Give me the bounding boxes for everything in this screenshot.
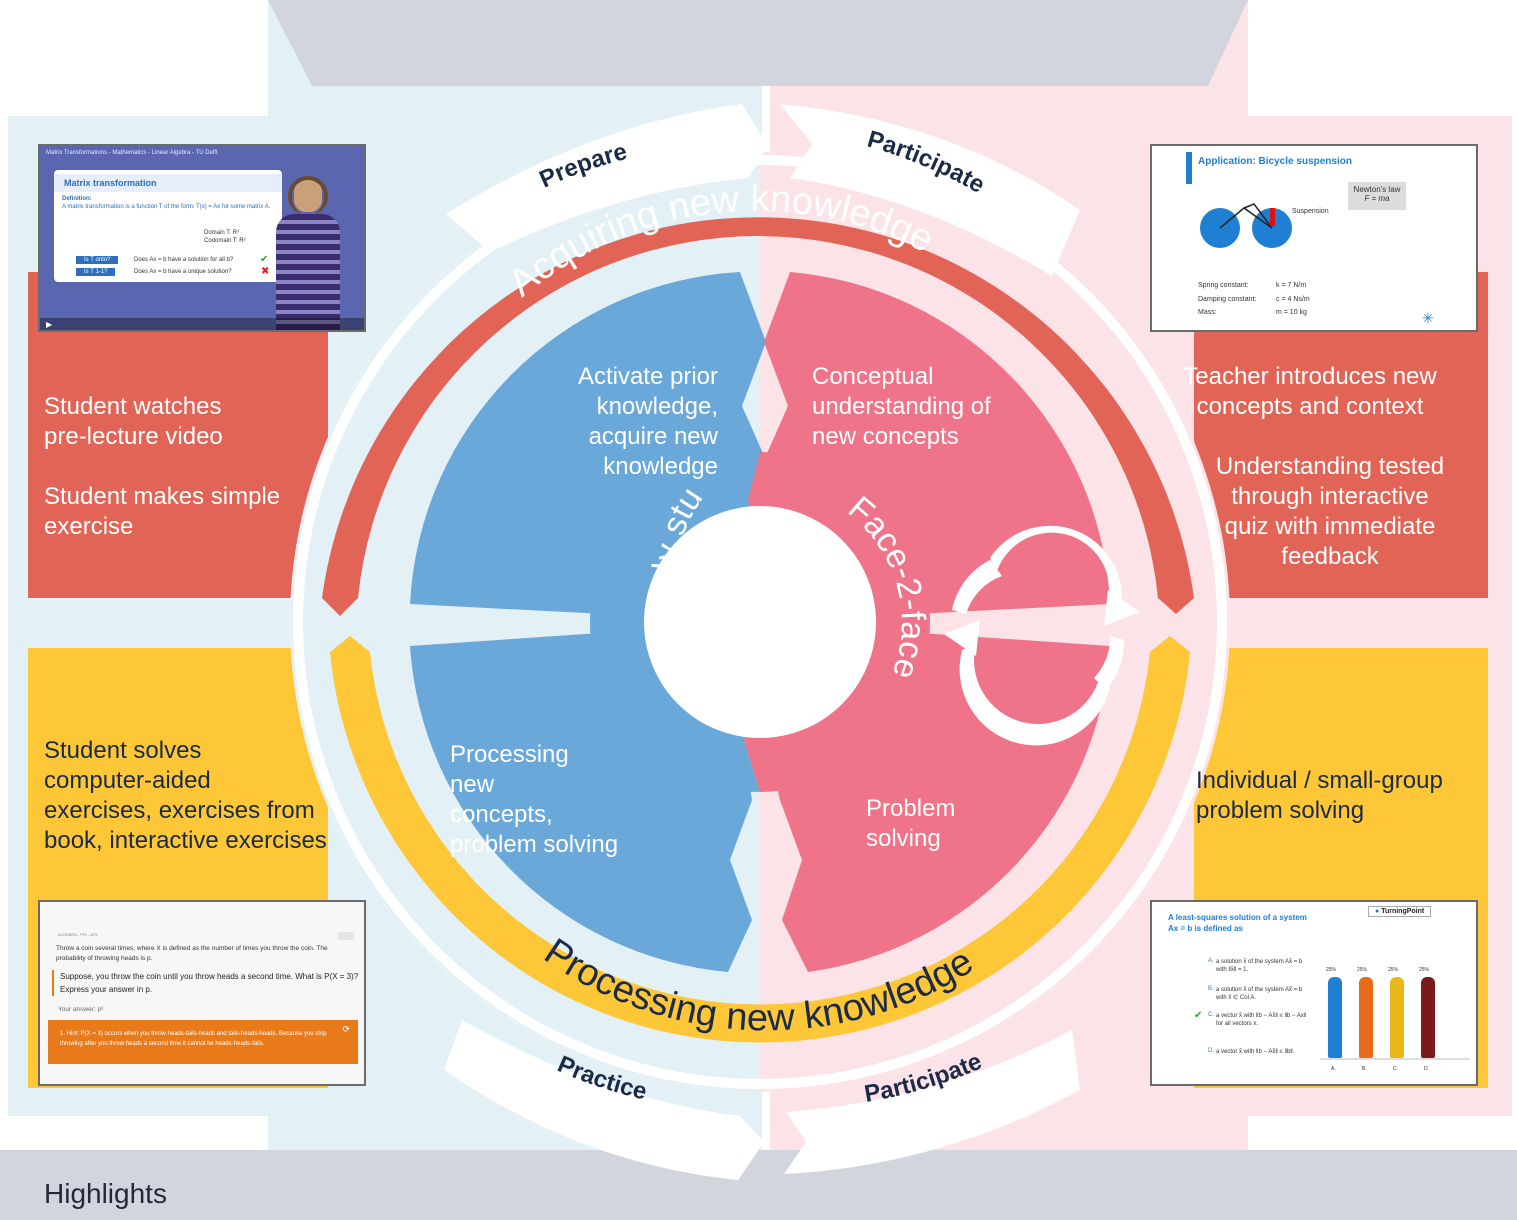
- exercise-intro: Throw a coin several times, where X is d…: [56, 945, 328, 962]
- quiz-bar-label: C.: [1393, 1066, 1398, 1072]
- quiz-bar-pct: 25%: [1357, 967, 1368, 973]
- play-icon[interactable]: ▶: [46, 320, 53, 329]
- correct-check-icon: ✔: [1194, 1010, 1203, 1021]
- opt-c-letter[interactable]: C.: [1208, 1012, 1214, 1018]
- right-bottom-text: Individual / small-group problem solving: [1196, 767, 1443, 824]
- left-top-text-1: Student watches pre-lecture video: [44, 393, 223, 450]
- video-slide: Matrix transformation Definition: A matr…: [54, 170, 282, 282]
- suspension-label: Suspension: [1292, 208, 1329, 215]
- processing-ring: [330, 652, 1190, 1043]
- slide-title: Matrix transformation: [54, 174, 282, 192]
- damping-value: c = 4 Ns/m: [1276, 296, 1310, 303]
- slide-q1b: Does Ax = b have a solution for all b?: [134, 257, 234, 263]
- quiz-bar-chart: 25% A. 25% B. 25% C. 25% D.: [1320, 954, 1470, 1080]
- opt-b-text: a solution x̂ of the system Ax̂ = b with…: [1216, 987, 1303, 1001]
- left-top-text-2: Student makes simple exercise: [44, 483, 281, 540]
- damping-label: Damping constant:: [1198, 296, 1257, 303]
- quiz-thumbnail[interactable]: A least-squares solution of a system Ax …: [1150, 900, 1478, 1086]
- refresh-icon[interactable]: ⟳: [342, 1024, 350, 1034]
- exercise-answer[interactable]: Your answer: p²: [58, 1006, 104, 1013]
- slide-q2: Is T 1-1?: [76, 268, 116, 276]
- bicycle-slide-thumbnail[interactable]: Application: Bicycle suspension Newton's…: [1150, 144, 1478, 332]
- quiz-bar-pct: 25%: [1388, 967, 1399, 973]
- newton-box: Newton's law F = ma: [1348, 182, 1406, 210]
- quiz-bar: [1328, 977, 1342, 1058]
- check-icon: ✔: [260, 254, 269, 265]
- right-top-text-1: Teacher introduces new concepts and cont…: [1183, 363, 1437, 420]
- opt-b-letter[interactable]: B.: [1208, 986, 1214, 992]
- turningpoint-icon: ●: [1375, 908, 1380, 915]
- quiz-bar-label: A.: [1331, 1066, 1336, 1072]
- bicycle-drawing: [1200, 203, 1292, 248]
- exercise-tag: ALGEBRA - PRI - ATS: [58, 932, 98, 937]
- quiz-bar: [1421, 977, 1435, 1058]
- quiz-bar: [1359, 977, 1373, 1058]
- slide-q2b: Does Ax = b have a unique solution?: [134, 269, 232, 275]
- coin-exercise-thumbnail[interactable]: ALGEBRA - PRI - ATS Throw a coin several…: [38, 900, 366, 1086]
- exercise-question: Suppose, you throw the coin until you th…: [52, 970, 360, 996]
- video-progress-bar[interactable]: [40, 318, 364, 330]
- quadrant-top-right-text: Conceptual understanding of new concepts: [812, 363, 991, 450]
- logo-icon: ✳: [1422, 310, 1434, 326]
- skip-button[interactable]: [338, 932, 354, 940]
- quiz-chart-floor: [1320, 1058, 1470, 1060]
- opt-d-text: a vector x̂ with ‖b − Ax̂‖ ≤ ‖b‖.: [1216, 1049, 1295, 1055]
- inner-circle: [644, 506, 876, 738]
- hint-box: 1. Hint: P(X = 3) occurs when you throw …: [48, 1020, 358, 1064]
- opt-a-letter[interactable]: A.: [1208, 958, 1214, 964]
- participate-bottom-arrow: [784, 1030, 1080, 1174]
- practice-arrow: [444, 1020, 764, 1180]
- opt-c-text: a vector x̂ with ‖b − Ax̂‖ ≤ ‖b − Ax‖ fo…: [1216, 1013, 1307, 1027]
- question-text: Suppose, you throw the coin until you th…: [60, 972, 359, 994]
- slide-q1: Is T onto?: [76, 256, 119, 264]
- prepare-arrow: [446, 104, 768, 252]
- spring-label: Spring constant:: [1198, 282, 1249, 289]
- video-title-bar: Matrix Transformations - Mathematics - L…: [46, 150, 218, 156]
- turningpoint-logo: ● TurningPoint: [1368, 906, 1432, 917]
- quiz-bar-label: B.: [1362, 1066, 1367, 1072]
- slide-def-text: A matrix transformation is a function T …: [62, 204, 271, 210]
- hint-text: 1. Hint: P(X = 3) occurs when you throw …: [60, 1031, 327, 1047]
- slide-definition: Definition:: [62, 196, 92, 202]
- opt-d-letter[interactable]: D.: [1208, 1048, 1214, 1054]
- slide-codomain: Codomain T: R²: [204, 238, 246, 244]
- quiz-title: A least-squares solution of a system Ax …: [1168, 913, 1307, 933]
- participate-top-arrow: [780, 104, 1080, 276]
- newton-formula: F = ma: [1364, 194, 1390, 203]
- quadrant-bottom-left-text: Processing new concepts, problem solving: [450, 741, 619, 858]
- newton-label: Newton's law: [1353, 185, 1401, 194]
- quiz-bar-pct: 25%: [1419, 967, 1430, 973]
- quiz-bar-pct: 25%: [1326, 967, 1337, 973]
- opt-a-text: a solution x̂ of the system Ax̂ = b with…: [1216, 959, 1303, 973]
- bicycle-slide-title: Application: Bicycle suspension: [1198, 156, 1352, 167]
- mass-label: Mass:: [1198, 309, 1217, 316]
- lecturer-figure: [270, 176, 346, 330]
- right-top-text-2: Understanding tested through interactive…: [1215, 453, 1445, 570]
- turningpoint-brand: TurningPoint: [1381, 908, 1425, 915]
- mass-value: m = 10 kg: [1276, 309, 1307, 316]
- highlights-title: Highlights: [44, 1178, 167, 1209]
- quiz-bar-label: D.: [1424, 1066, 1429, 1072]
- left-bottom-text: Student solves computer-aided exercises,…: [44, 737, 327, 854]
- quadrant-top-left-text: Activate prior knowledge, acquire new kn…: [577, 363, 718, 480]
- cycle-icon: [944, 525, 1140, 746]
- lecture-video-thumbnail[interactable]: Matrix Transformations - Mathematics - L…: [38, 144, 366, 332]
- cross-icon: ✖: [261, 266, 270, 277]
- quadrant-bottom-right-text: Problem solving: [866, 795, 956, 852]
- slide-domain: Domain T: R³: [204, 230, 239, 236]
- spring-value: k = 7 N/m: [1276, 282, 1307, 289]
- quiz-bar: [1390, 977, 1404, 1058]
